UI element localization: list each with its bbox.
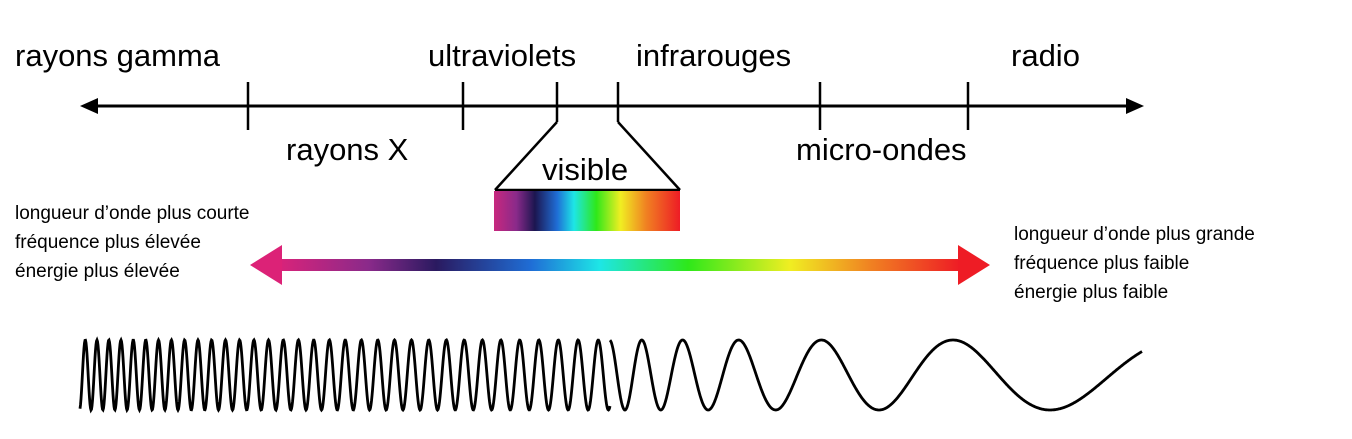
gradient-left-arrowhead xyxy=(250,245,282,285)
band-label-infrared: infrarouges xyxy=(636,38,792,73)
band-label-xray: rayons X xyxy=(286,132,409,167)
band-label-visible: visible xyxy=(542,152,629,187)
low-frequency-line: fréquence plus faible xyxy=(1014,253,1190,274)
gradient-right-arrowhead xyxy=(958,245,990,285)
band-dividers xyxy=(246,82,970,130)
spectrum-axis xyxy=(80,98,1144,114)
axis-right-arrowhead xyxy=(1126,98,1144,114)
visible-zoom-funnel xyxy=(494,121,681,192)
long-wavelength-line: longueur d’onde plus grande xyxy=(1014,224,1255,245)
band-label-microwave: micro-ondes xyxy=(796,132,967,167)
visible-spectrum-bar xyxy=(494,191,680,231)
high-frequency-line: fréquence plus élevée xyxy=(15,232,201,253)
axis-left-arrowhead xyxy=(80,98,98,114)
band-label-ultraviolet: ultraviolets xyxy=(428,38,577,73)
band-label-gamma: rayons gamma xyxy=(15,38,221,73)
low-energy-line: énergie plus faible xyxy=(1014,282,1169,303)
high-energy-line: énergie plus élevée xyxy=(15,261,180,282)
short-wavelength-text: longueur d’onde plus courte fréquence pl… xyxy=(15,199,250,286)
energy-gradient-arrow xyxy=(250,245,990,285)
short-wavelength-line: longueur d’onde plus courte xyxy=(15,203,250,224)
long-wavelength-text: longueur d’onde plus grande fréquence pl… xyxy=(1014,220,1255,307)
wavelength-wave xyxy=(78,336,1143,414)
band-label-radio: radio xyxy=(1011,38,1080,73)
